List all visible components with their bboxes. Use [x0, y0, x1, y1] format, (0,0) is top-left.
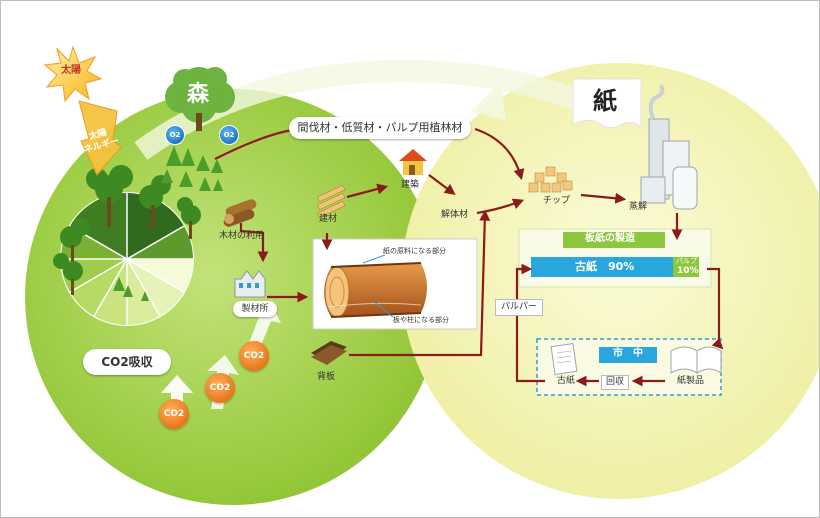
- board-pillar-part-label: 板や柱になる部分: [393, 316, 449, 324]
- production-title: 板紙の製造: [585, 233, 635, 244]
- paper-label: 紙: [593, 87, 617, 115]
- collection-label: 回収: [601, 375, 630, 390]
- market-label: 市 中: [613, 348, 643, 359]
- sun-label: 太陽: [61, 65, 81, 76]
- house-illustration: [399, 149, 427, 175]
- forest-age-pie: [60, 192, 194, 326]
- pulp-mill-illustration: [640, 84, 698, 210]
- waste-paper-label: 古紙: [557, 376, 576, 386]
- pulp-ratio-line2: 10%: [677, 266, 699, 276]
- co2-bubble-2: CO2: [205, 373, 235, 403]
- pulp-bar: [673, 257, 699, 277]
- chips-illustration: [528, 166, 573, 193]
- o2-bubble-left: O2: [165, 125, 185, 145]
- forest-label: 森: [187, 82, 210, 107]
- pulp-ratio-line1: パルプ: [676, 257, 697, 265]
- log-illustration: [324, 254, 427, 318]
- paper-products-illustration: [670, 346, 722, 374]
- cooking-label: 蒸解: [629, 202, 648, 212]
- market-header: [599, 347, 657, 363]
- waste-paper-illustration: [550, 343, 578, 375]
- waste-paper-bar: [531, 257, 699, 277]
- timber-types-label: 間伐材・低質材・パルプ用植林材: [289, 117, 471, 139]
- paper-raw-part-label: 紙の原料になる部分: [383, 247, 446, 255]
- wood-logs-illustration: [223, 199, 257, 227]
- sawmill-label: 製材所: [233, 301, 277, 317]
- production-header: [563, 232, 665, 248]
- construction-label: 建築: [401, 180, 420, 190]
- solar-energy-arrow: [78, 100, 122, 176]
- waste-paper-ratio: 古紙 90%: [575, 260, 635, 273]
- conifer-trees: [113, 146, 223, 301]
- chip-label: チップ: [543, 196, 571, 206]
- paper-products-label: 紙製品: [677, 376, 705, 386]
- back-board-illustration: [311, 341, 347, 365]
- forest-bubble: [165, 67, 235, 131]
- building-material-label: 建材: [319, 214, 338, 224]
- sun-burst: [43, 45, 103, 103]
- back-board-label: 背板: [317, 372, 336, 382]
- co2-bubble-3: CO2: [239, 341, 269, 371]
- paper-label-card: [572, 78, 642, 129]
- tree-cluster: [53, 165, 201, 295]
- pulper-label: パルパー: [495, 299, 544, 316]
- wood-use-label: 木材の利用: [219, 231, 265, 241]
- co2-absorption-label: CO2吸収: [83, 349, 171, 375]
- co2-bubble-1: CO2: [159, 399, 189, 429]
- lumber-illustration: [317, 184, 346, 219]
- sawmill-illustration: [234, 270, 266, 298]
- demolition-wood-label: 解体材: [441, 210, 469, 220]
- o2-bubble-right: O2: [219, 125, 239, 145]
